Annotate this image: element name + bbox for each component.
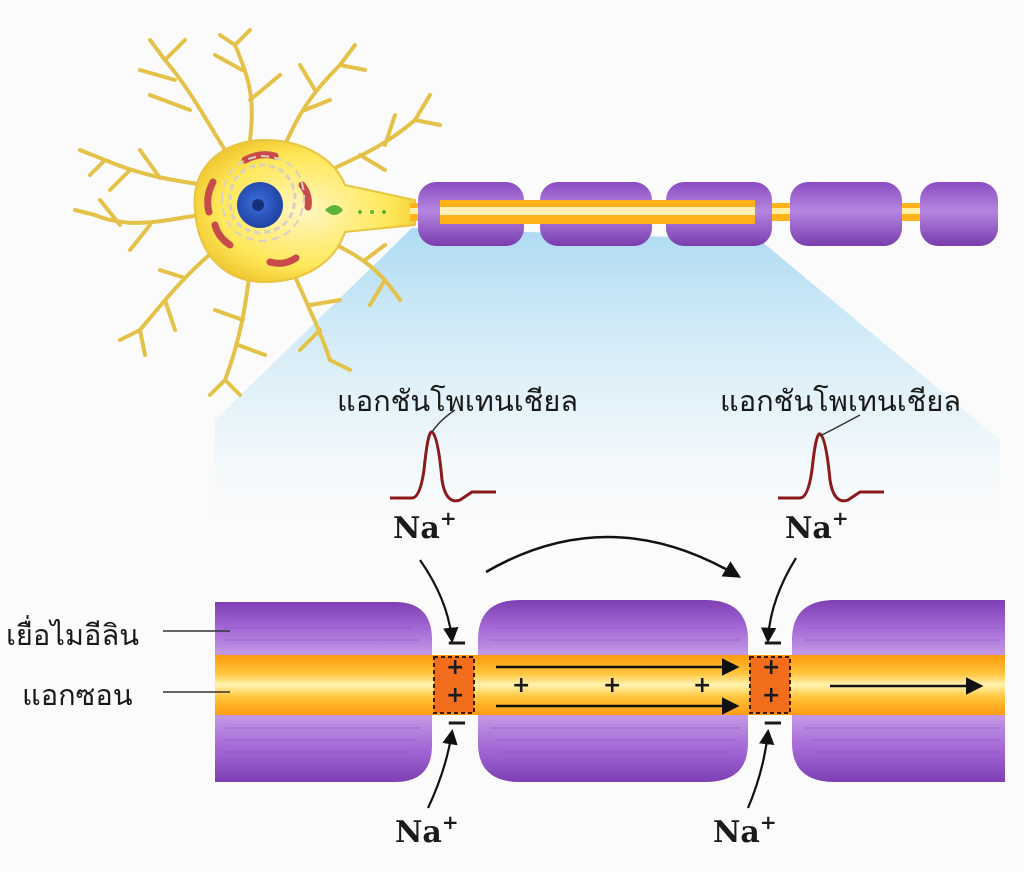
na-influx-arrow-top-left	[419, 559, 459, 644]
label-action-potential-left: แอกชันโพเทนเชียล	[337, 384, 579, 418]
node-depolarized-2	[749, 656, 791, 714]
myelin-lamellae	[225, 615, 1000, 765]
label-action-potential-right: แอกชันโพเทนเชียล	[720, 384, 962, 418]
dendrites	[73, 28, 442, 397]
charge-node2-outside-top: −	[762, 628, 784, 658]
myelin-segment-2	[478, 600, 748, 782]
neuron-illustration	[73, 28, 998, 397]
charge-internode-2: +	[603, 673, 622, 698]
na-influx-arrow-bottom-right	[746, 728, 775, 809]
na-label-bottom-left: Na+	[395, 810, 459, 850]
charge-internode-3: +	[693, 673, 712, 698]
charge-node1-inside-top: +	[446, 655, 465, 680]
zoom-beam	[215, 228, 1000, 560]
charge-internode-1: +	[512, 673, 531, 698]
charge-node2-inside-top: +	[762, 655, 781, 680]
charge-node1-outside-bottom: −	[446, 708, 468, 738]
leader-action-potential-left	[431, 409, 456, 433]
na-influx-arrow-bottom-left	[427, 728, 458, 809]
myelin-segments-small	[418, 182, 998, 246]
na-influx-arrow-top-right	[760, 557, 797, 644]
charge-node2-outside-bottom: −	[762, 708, 784, 738]
action-potential-trace-left	[390, 430, 496, 503]
action-potential-trace-right	[778, 432, 884, 503]
label-axon: แอกซอน	[22, 678, 133, 712]
charge-node1-inside-bottom: +	[446, 683, 465, 708]
organelles	[204, 151, 386, 267]
saltatory-jump-arrow	[485, 535, 742, 578]
na-label-top-right: Na+	[785, 506, 849, 546]
charge-node1-outside-top: −	[446, 628, 468, 658]
label-myelin-sheath: เยื่อไมอีลิน	[6, 618, 140, 652]
na-label-top-left: Na+	[393, 506, 457, 546]
charge-node2-inside-bottom: +	[762, 683, 781, 708]
node-depolarized-1	[433, 656, 475, 714]
myelinated-axon-zoom	[163, 409, 1005, 809]
leader-action-potential-right	[819, 414, 861, 437]
na-label-bottom-right: Na+	[713, 810, 777, 850]
nucleolus	[252, 199, 264, 211]
